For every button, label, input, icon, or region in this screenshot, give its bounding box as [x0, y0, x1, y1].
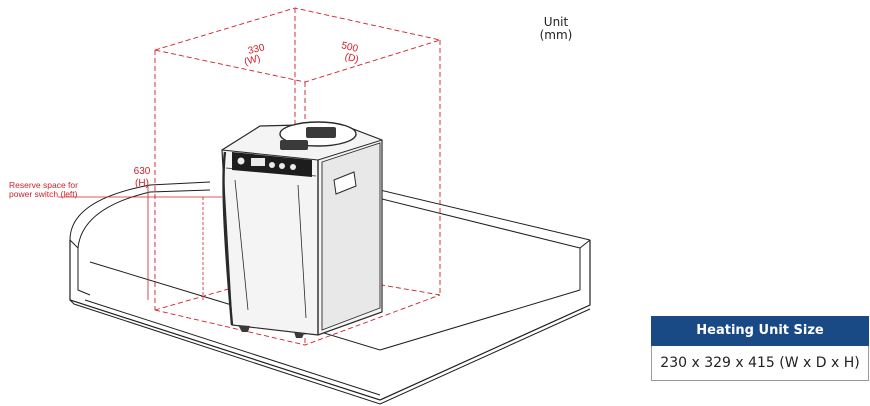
- height-axis: (H): [135, 178, 149, 189]
- height-dimension-line: [58, 185, 222, 300]
- countertop-icon: [69, 181, 591, 405]
- size-card-header: Heating Unit Size: [651, 316, 869, 346]
- width-value: 330: [247, 42, 266, 57]
- reserve-space-label-2: power switch (left): [9, 189, 78, 199]
- reserve-space-label: Reserve space for: [9, 180, 78, 190]
- width-axis: (W): [243, 53, 261, 68]
- size-card-value: 230 x 329 x 415 (W x D x H): [651, 346, 869, 381]
- depth-axis: (D): [344, 52, 360, 66]
- unit-label-mm: (mm): [539, 28, 573, 42]
- unit-label-title: Unit: [543, 15, 569, 29]
- heating-unit-size-card: Heating Unit Size 230 x 329 x 415 (W x D…: [651, 316, 869, 381]
- unit-label: Unit (mm): [534, 16, 578, 42]
- installation-diagram: 330 (W) 500 (D) 630 (H) Reserve space fo…: [9, 7, 591, 405]
- depth-value: 500: [340, 40, 359, 55]
- heating-unit-icon: [221, 121, 383, 338]
- height-value: 630: [134, 166, 151, 177]
